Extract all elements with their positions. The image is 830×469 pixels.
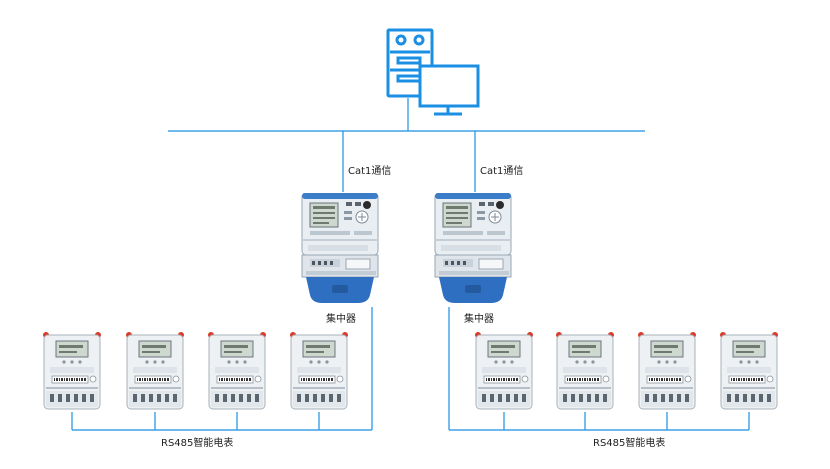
smart-meter (555, 331, 615, 410)
concentrator-left-label: 集中器 (326, 312, 356, 325)
concentrator-right (434, 193, 512, 304)
concentrator-right-label: 集中器 (464, 312, 494, 325)
smart-meter (42, 331, 102, 410)
right-link-label: Cat1通信 (480, 165, 523, 177)
server-with-monitor-icon (386, 28, 480, 116)
concentrator-left (301, 193, 379, 304)
network-lines (71, 98, 750, 431)
smart-meter (719, 331, 779, 410)
meter-group-right-label: RS485智能电表 (593, 436, 665, 449)
meter-group-right (474, 331, 779, 410)
smart-meter (637, 331, 697, 410)
smart-meter (207, 331, 267, 410)
smart-meter (125, 331, 185, 410)
meter-group-left-label: RS485智能电表 (161, 436, 233, 449)
meter-group-left (42, 331, 349, 410)
left-link-label: Cat1通信 (348, 165, 391, 177)
smart-meter (474, 331, 534, 410)
smart-meter (289, 331, 349, 410)
